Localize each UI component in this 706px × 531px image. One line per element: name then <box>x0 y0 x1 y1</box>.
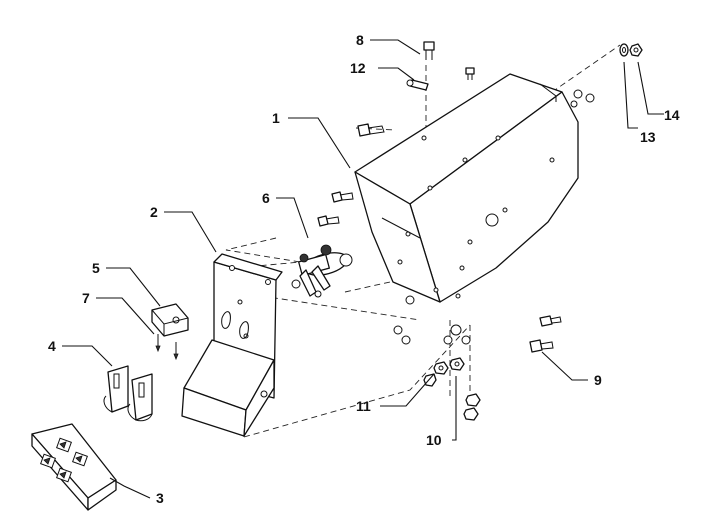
callout-8: 8 <box>356 32 364 48</box>
top-screw <box>465 67 475 80</box>
side-screw-a <box>357 123 385 137</box>
side-screw-c <box>317 215 340 227</box>
callout-4: 4 <box>48 338 56 354</box>
right-top-fasteners <box>570 89 595 108</box>
callout-14: 14 <box>664 107 680 123</box>
side-screw-b <box>331 191 354 203</box>
callout-3: 3 <box>156 490 164 506</box>
assembly-lines <box>213 44 621 438</box>
part-13-washer <box>619 43 629 57</box>
callout-10: 10 <box>426 432 442 448</box>
callout-1: 1 <box>272 110 280 126</box>
part-6-joint-mechanism <box>291 244 353 298</box>
callout-9: 9 <box>594 372 602 388</box>
part-4-double-clip <box>103 365 153 422</box>
lower-nuts <box>393 295 471 345</box>
leader-lines <box>62 39 664 499</box>
part-8-bolt <box>423 41 435 60</box>
right-screw <box>539 315 562 327</box>
callout-labels: 1 2 3 4 5 6 7 8 9 10 11 12 13 14 <box>48 32 680 506</box>
part-2-bracket-plate <box>181 253 283 437</box>
part-3-control-pad <box>31 423 117 511</box>
callout-5: 5 <box>92 260 100 276</box>
part-10-washer <box>449 357 481 421</box>
callout-13: 13 <box>640 129 656 145</box>
part-1-main-housing <box>354 73 579 303</box>
callout-11: 11 <box>356 398 371 414</box>
callout-2: 2 <box>150 204 158 220</box>
part-14-nut <box>629 43 643 57</box>
part-9-bolt <box>529 339 554 353</box>
part-7-screw <box>155 334 179 361</box>
callout-6: 6 <box>262 190 270 206</box>
part-11-nut <box>423 361 449 387</box>
callout-12: 12 <box>350 60 366 76</box>
callout-7: 7 <box>82 290 90 306</box>
part-5-block <box>151 303 189 337</box>
part-12-pin <box>406 79 429 91</box>
